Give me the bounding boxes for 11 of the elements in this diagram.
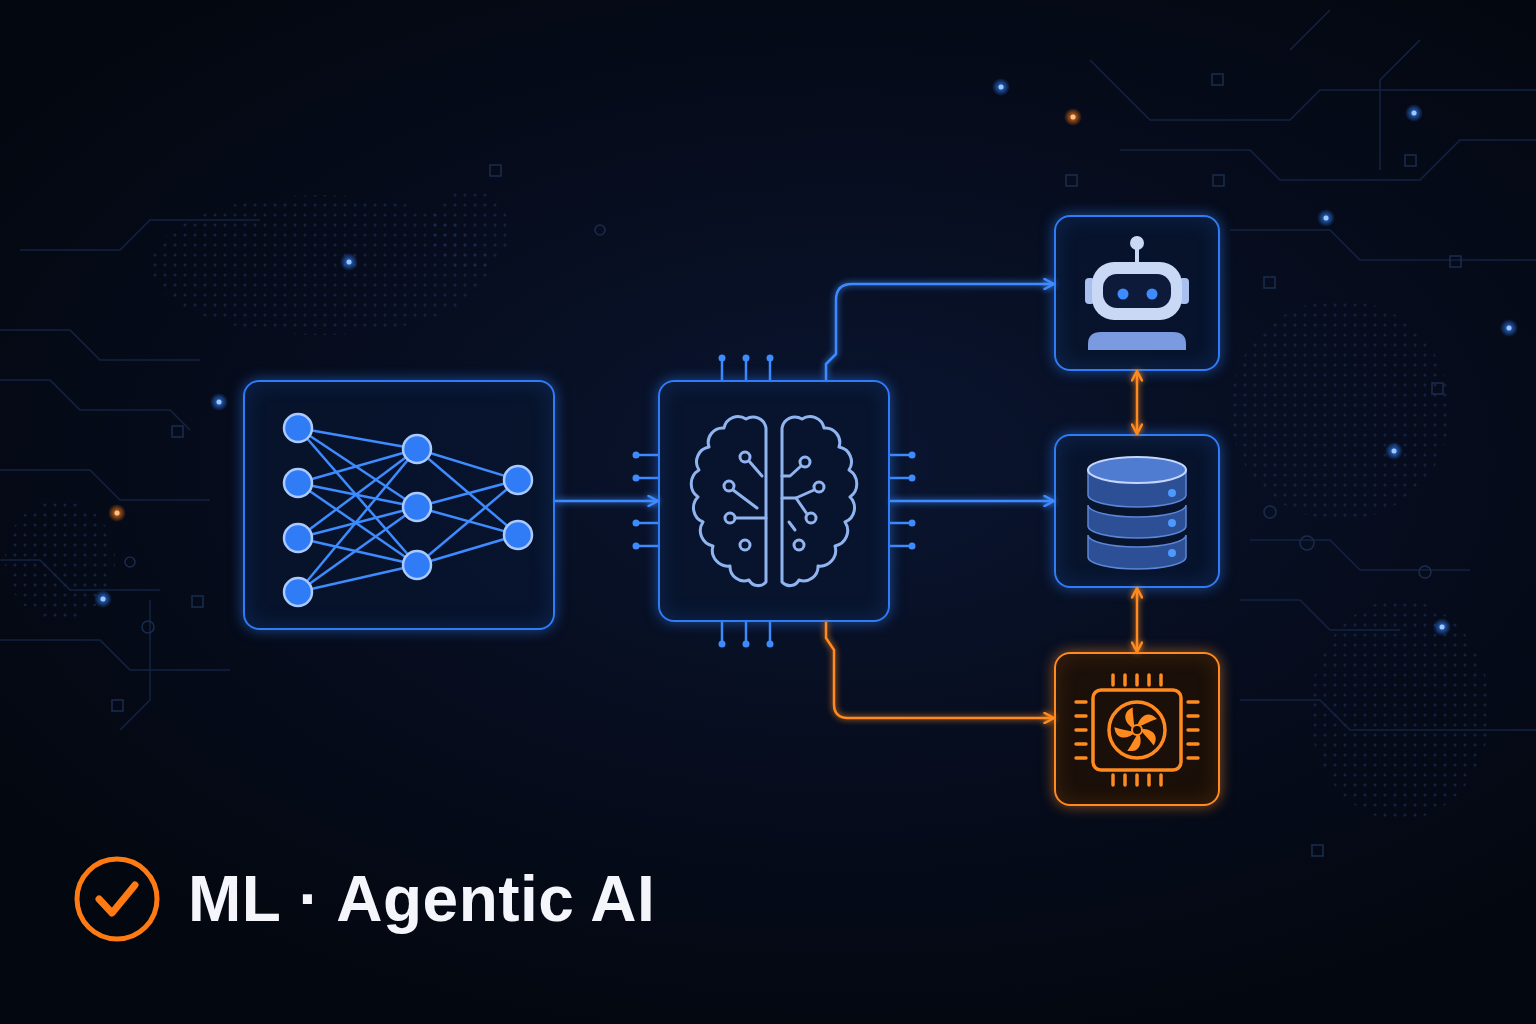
database-panel (1054, 434, 1220, 588)
title: ML · Agentic AI (188, 864, 656, 935)
arrow (824, 277, 1056, 380)
processor-panel (1054, 652, 1220, 806)
arrow (824, 622, 1056, 725)
arrow (555, 494, 660, 508)
arrow (890, 494, 1056, 508)
neural-network-panel (243, 380, 555, 630)
arrow (1130, 369, 1144, 436)
arrow (1130, 586, 1144, 654)
robot-panel (1054, 215, 1220, 371)
